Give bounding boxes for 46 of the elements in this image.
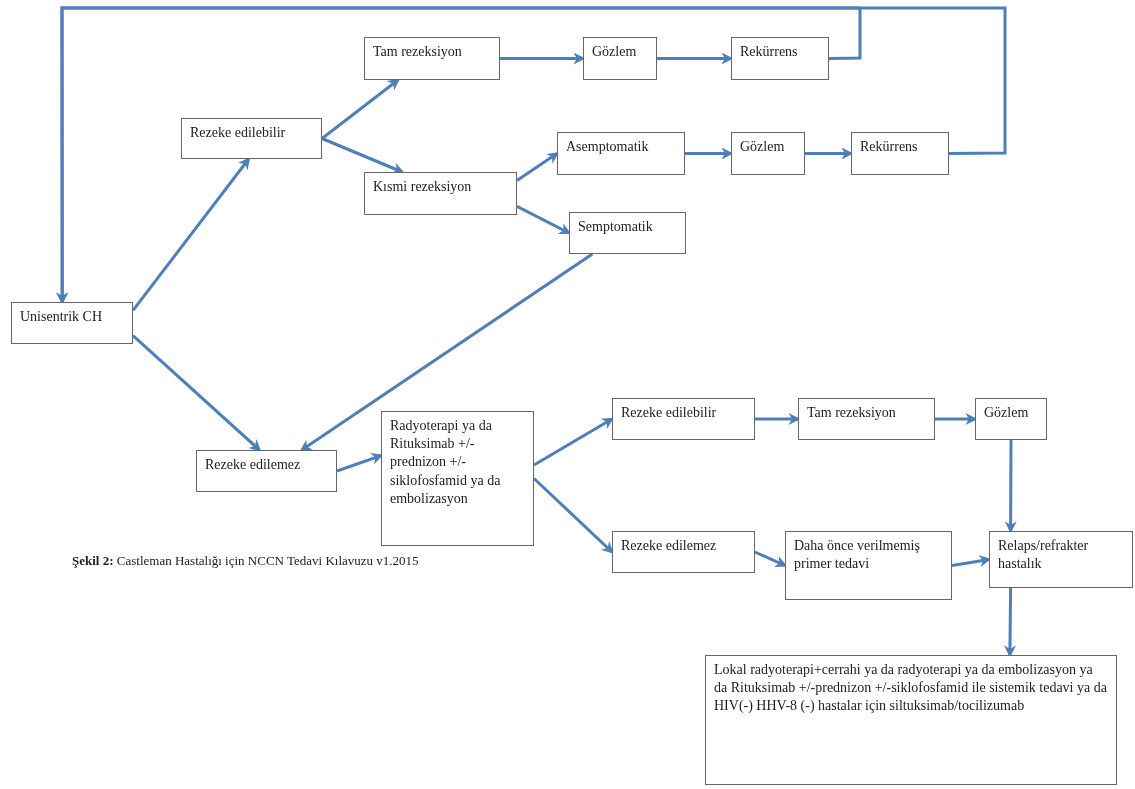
box-text: Gözlem [592, 43, 638, 61]
arrow [132, 334, 262, 452]
box-text: Rekürrens [860, 138, 919, 156]
box-text: Lokal radyoterapi+cerrahi ya da radyoterapi ya da embolizasyon ya da Rituksimab +/-prednizon +/-siklofosfamid ile sistemik tedavi ya da HIV(-) HHV-8 (-) hastalar için siltuksimab/tocilizumab [714, 661, 1108, 716]
box-text: Gözlem [984, 404, 1030, 422]
box-text: Tam rezeksiyon [373, 43, 463, 61]
process-box [364, 172, 517, 215]
box-text: Radyoterapi ya da Rituksimab +/- prednizon +/- siklofosfamid ya da embolizasyon [390, 417, 502, 508]
process-box [975, 398, 1047, 440]
process-box [181, 118, 322, 159]
box-text: Asemptomatik [566, 138, 650, 156]
process-box [785, 531, 952, 600]
process-box [557, 132, 685, 175]
box-text: Relaps/refrakter hastalık [998, 537, 1090, 574]
arrow [321, 78, 400, 140]
process-box [381, 411, 534, 546]
box-text: Daha önce verilmemiş primer tedavi [794, 537, 921, 574]
arrow [321, 137, 405, 174]
box-text: Rezeke edilebilir [190, 124, 287, 142]
process-box [569, 212, 686, 254]
arrow [131, 157, 251, 312]
process-box [798, 398, 935, 440]
process-box [705, 655, 1117, 785]
box-text: Tam rezeksiyon [807, 404, 897, 422]
process-box [11, 302, 133, 344]
box-text: Kısmi rezeksiyon [373, 178, 473, 196]
process-box [612, 531, 755, 573]
box-text: Rezeke edilemez [621, 537, 718, 555]
process-box [851, 132, 949, 175]
box-text: Rekürrens [740, 43, 799, 61]
process-box [731, 37, 829, 80]
figure-caption: Şekil 2: Castleman Hastalığı için NCCN Tedavi Kılavuzu v1.2015 [72, 553, 419, 569]
process-box [989, 531, 1133, 588]
box-text: Semptomatik [578, 218, 654, 236]
process-box [196, 450, 337, 492]
arrow [516, 152, 559, 182]
process-box [731, 132, 805, 175]
box-text: Gözlem [740, 138, 786, 156]
arrow [299, 252, 594, 452]
box-text: Rezeke edilemez [205, 456, 302, 474]
process-box [364, 37, 500, 80]
box-text: Rezeke edilebilir [621, 404, 718, 422]
process-box [583, 37, 657, 80]
box-text: Unisentrik CH [20, 308, 104, 326]
arrow [532, 477, 614, 554]
process-box [612, 398, 755, 440]
